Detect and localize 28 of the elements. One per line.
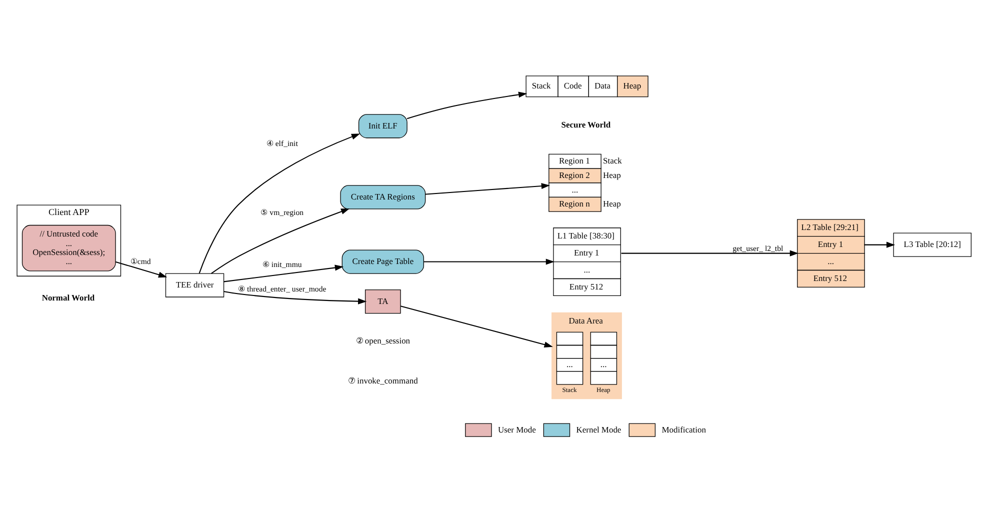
node-box: Create TA Regions bbox=[340, 185, 426, 210]
node-box: TEE driver bbox=[165, 273, 224, 298]
arrow bbox=[864, 242, 896, 248]
label: Normal World bbox=[42, 292, 95, 303]
node-box: TA bbox=[364, 290, 401, 314]
node-label: Heap bbox=[603, 170, 621, 180]
arrow bbox=[224, 290, 367, 304]
legend-label: Modification bbox=[662, 424, 706, 434]
legend-label: Kernel Mode bbox=[576, 424, 622, 434]
node-label: Stack bbox=[603, 156, 622, 166]
node-label: Heap bbox=[603, 198, 621, 209]
label: ② open_session bbox=[356, 336, 410, 346]
arrow bbox=[424, 258, 554, 265]
node-box: Create Page Table bbox=[342, 250, 424, 274]
arrow bbox=[224, 264, 344, 282]
node-box: Init ELF bbox=[358, 114, 408, 138]
arrow bbox=[400, 306, 553, 348]
node-box: // Untrusted code ... OpenSession(&sess); ... bbox=[22, 224, 116, 272]
arrow bbox=[211, 208, 350, 274]
arrow bbox=[198, 134, 360, 274]
label: Secure World bbox=[561, 120, 611, 130]
label: ⑦ invoke_command bbox=[348, 375, 418, 386]
arrow bbox=[115, 261, 168, 278]
arrow bbox=[425, 183, 550, 195]
arrow bbox=[406, 92, 528, 120]
legend-label: User Mode bbox=[498, 424, 536, 434]
node-box: L3 Table [20:12] bbox=[893, 232, 972, 257]
arrow bbox=[621, 250, 798, 256]
